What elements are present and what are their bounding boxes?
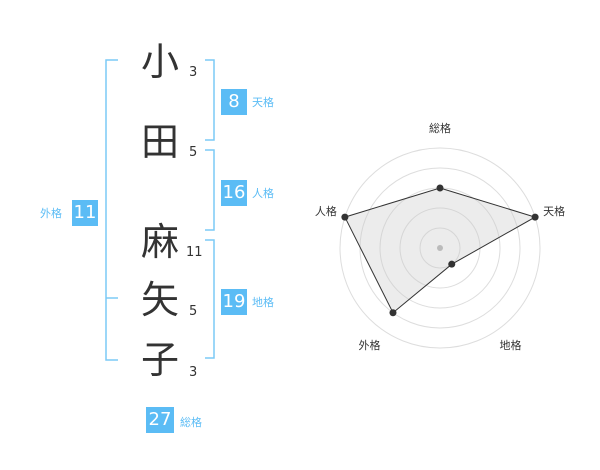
tenkaku-label: 天格 bbox=[252, 96, 274, 109]
radar-grid-ring bbox=[339, 147, 541, 349]
jinkaku-bracket bbox=[205, 149, 215, 231]
radar-axis-label-1: 総格 bbox=[429, 121, 451, 135]
radar-grid-ring bbox=[419, 227, 461, 269]
stroke-count-2: 5 bbox=[189, 145, 198, 160]
radar-axis-label-5: 人格 bbox=[315, 204, 337, 218]
name-char-4: 矢 bbox=[140, 278, 179, 322]
radar-axis-label-3: 地格 bbox=[500, 338, 522, 352]
tenkaku-badge: 8 bbox=[221, 89, 247, 115]
stroke-count-5: 3 bbox=[189, 365, 198, 380]
radar-point-2 bbox=[531, 213, 539, 221]
jinkaku-badge: 16 bbox=[221, 180, 247, 206]
soukaku-label: 総格 bbox=[180, 416, 202, 429]
chikaku-bracket bbox=[205, 239, 215, 359]
gaikaku-label: 外格 bbox=[40, 207, 62, 220]
stroke-count-4: 5 bbox=[189, 304, 198, 319]
stroke-count-1: 3 bbox=[189, 65, 198, 80]
jinkaku-label: 人格 bbox=[252, 187, 274, 200]
gaikaku-bracket bbox=[105, 59, 118, 361]
chikaku-badge: 19 bbox=[221, 289, 247, 315]
radar-axis-label-2: 天格 bbox=[543, 204, 565, 218]
name-char-5: 子 bbox=[140, 338, 179, 382]
radar-center-dot bbox=[437, 245, 443, 251]
radar-point-5 bbox=[341, 213, 349, 221]
radar-axis-label-4: 外格 bbox=[359, 338, 381, 352]
name-char-2: 田 bbox=[140, 120, 179, 164]
radar-point-1 bbox=[436, 184, 444, 192]
radar-point-3 bbox=[448, 260, 456, 268]
gaikaku-badge: 11 bbox=[72, 200, 98, 226]
name-char-1: 小 bbox=[140, 40, 179, 84]
radar-point-4 bbox=[389, 309, 397, 317]
chikaku-label: 地格 bbox=[252, 296, 274, 309]
name-char-3: 麻 bbox=[140, 220, 179, 264]
soukaku-badge: 27 bbox=[146, 407, 174, 433]
tenkaku-bracket bbox=[205, 59, 215, 141]
stroke-count-3: 11 bbox=[186, 245, 203, 260]
